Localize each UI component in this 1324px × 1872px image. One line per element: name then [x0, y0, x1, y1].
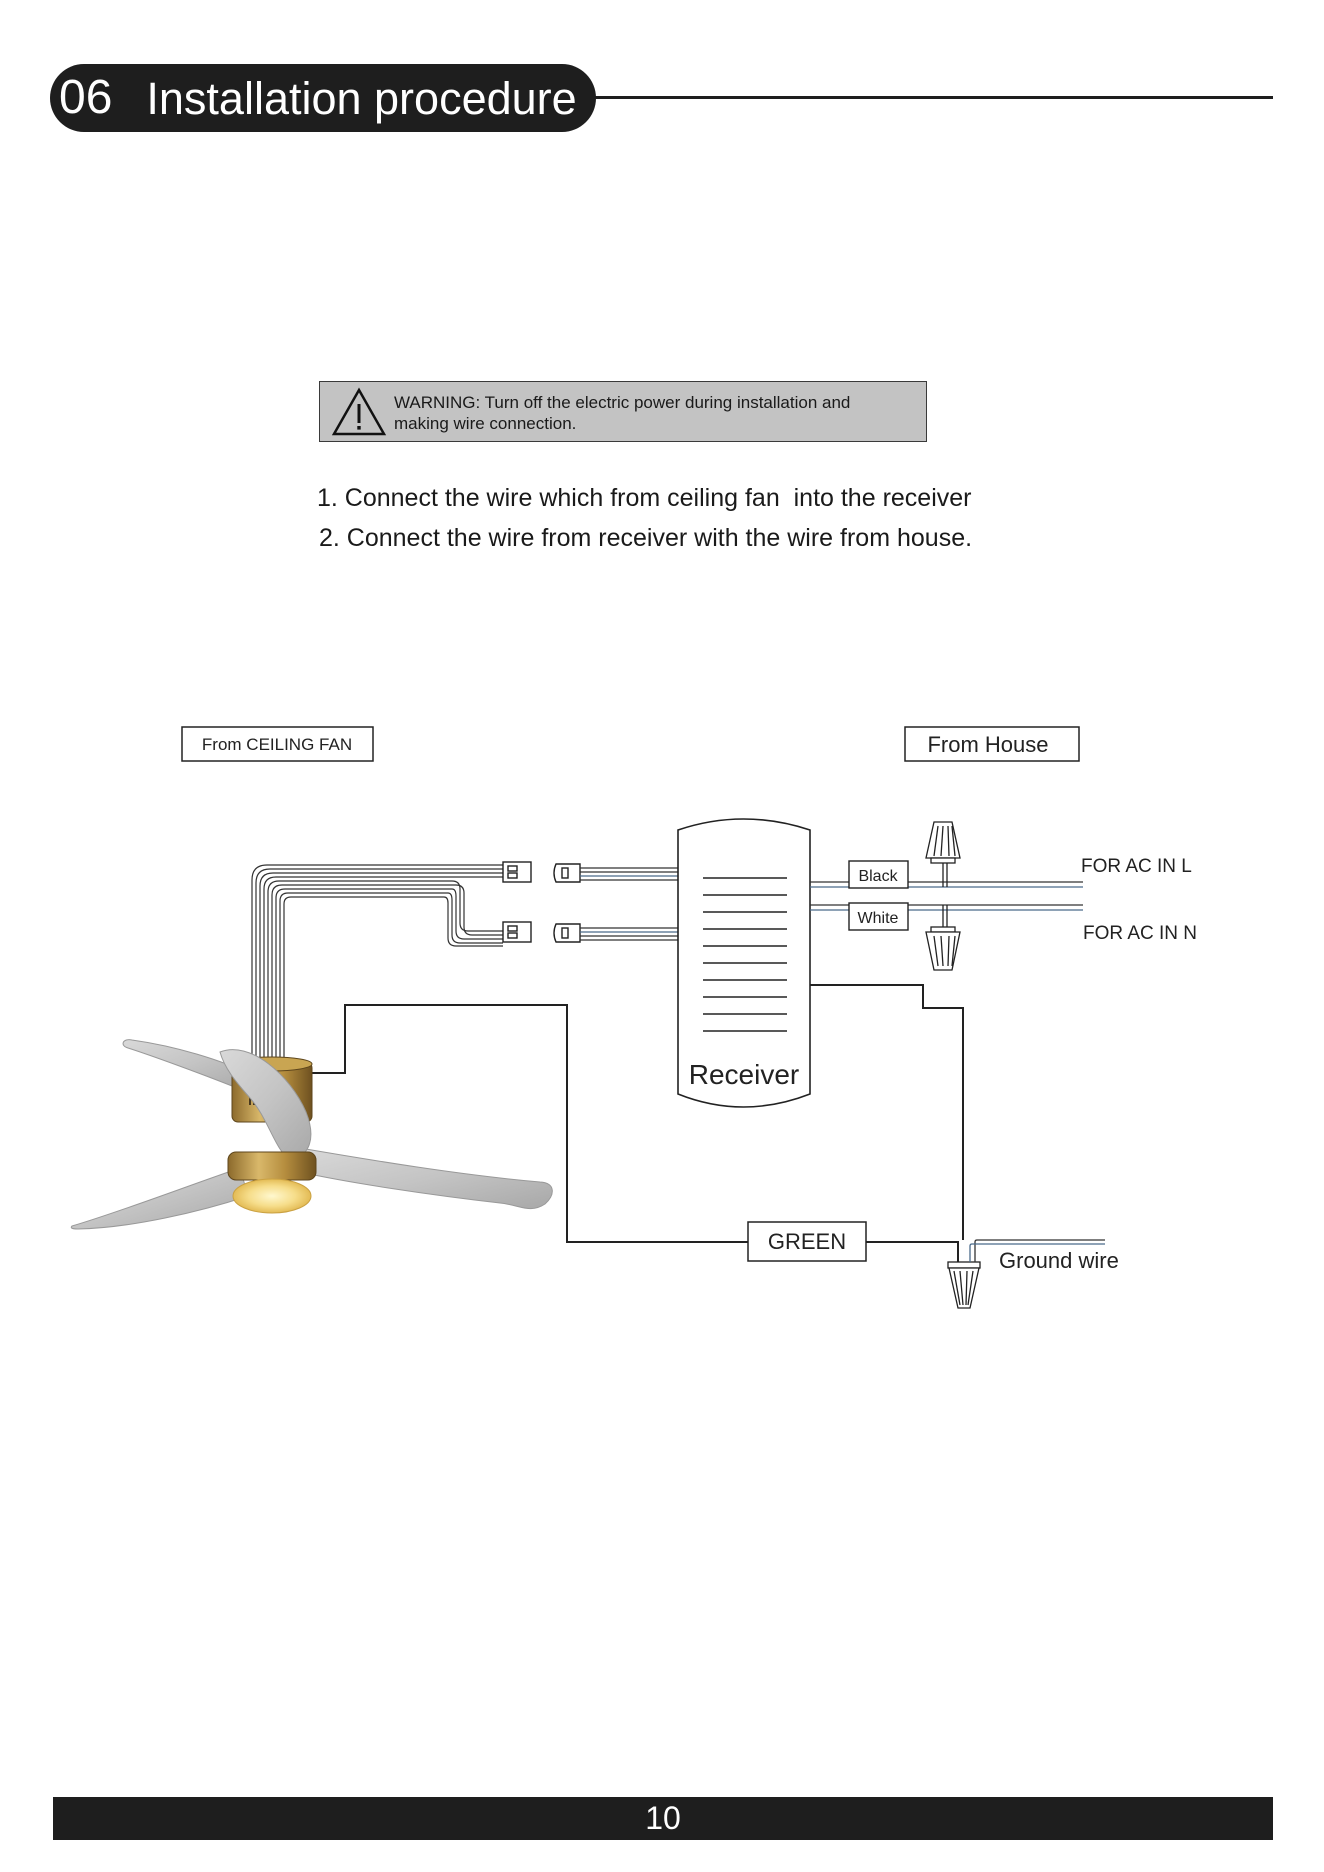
from-house-label: From House — [904, 726, 1080, 762]
wire-nut-top-icon — [925, 821, 961, 887]
fan-wire-bundle — [251, 864, 503, 1060]
warning-text: WARNING: Turn off the electric power dur… — [394, 392, 914, 434]
ground-wire-nut-icon — [947, 1261, 981, 1309]
header-rule — [590, 96, 1273, 99]
section-header: 06 Installation procedure — [50, 64, 596, 132]
section-number: 06 — [59, 71, 113, 124]
warning-box: WARNING: Turn off the electric power dur… — [319, 381, 927, 442]
receiver-label: Receiver — [689, 1059, 799, 1090]
section-title: Installation procedure — [146, 72, 577, 124]
instruction-list: 1. Connect the wire which from ceiling f… — [317, 478, 972, 558]
instruction-step-1: 1. Connect the wire which from ceiling f… — [317, 484, 972, 512]
white-wire-label: White — [848, 902, 909, 931]
svg-text:Black: Black — [858, 868, 898, 885]
from-ceiling-fan-label: From CEILING FAN — [181, 726, 374, 762]
fan-connector-bottom — [502, 921, 532, 943]
svg-text:White: White — [858, 910, 899, 927]
page-number: 10 — [645, 1800, 681, 1836]
receiver-ground-lead — [810, 984, 964, 1240]
warning-line-2: making wire connection. — [394, 414, 577, 433]
ac-in-l-label: FOR AC IN L — [1081, 856, 1192, 877]
warning-triangle-icon — [331, 387, 387, 436]
receiver-connector-bottom — [553, 923, 581, 943]
footer-page-bar: 10 — [53, 1797, 1273, 1840]
warning-line-1: WARNING: Turn off the electric power dur… — [394, 393, 851, 412]
connector-wires — [580, 867, 678, 941]
ceiling-fan-icon — [70, 1039, 553, 1230]
wire-nut-bottom-icon — [925, 905, 961, 971]
svg-text:From CEILING FAN: From CEILING FAN — [202, 735, 352, 754]
fan-ground-wire — [310, 1004, 748, 1243]
wiring-diagram: From CEILING FAN From House — [70, 726, 1197, 1309]
fan-connector-top — [502, 861, 532, 883]
green-wire-label: GREEN — [747, 1221, 867, 1262]
ac-in-n-label: FOR AC IN N — [1083, 923, 1197, 944]
receiver-connector-top — [553, 863, 581, 883]
receiver: Receiver — [677, 818, 811, 1108]
black-wire-label: Black — [848, 860, 909, 889]
svg-text:From House: From House — [927, 732, 1048, 757]
ground-wire-label: Ground wire — [999, 1248, 1119, 1273]
svg-text:GREEN: GREEN — [768, 1229, 846, 1254]
instruction-step-2: 2. Connect the wire from receiver with t… — [319, 524, 973, 552]
